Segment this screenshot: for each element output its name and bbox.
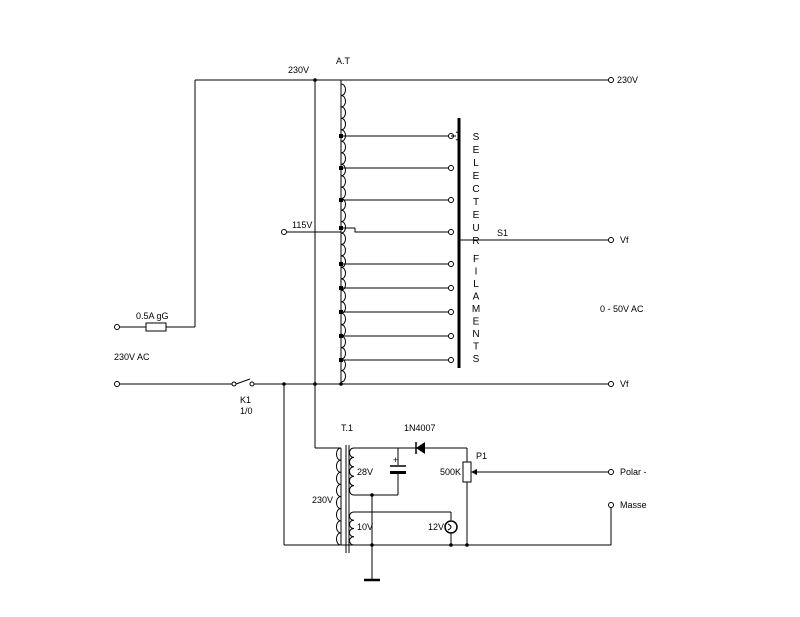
vf-bottom-terminal xyxy=(608,381,614,387)
selector-contact xyxy=(448,261,454,267)
svg-text:E: E xyxy=(473,210,480,221)
selector-switch-s1 xyxy=(448,118,614,368)
coil-tap-dot xyxy=(339,310,343,314)
masse-wiring xyxy=(608,502,614,545)
selector-contact xyxy=(448,285,454,291)
mains-terminal-l xyxy=(114,324,120,330)
coil-tap-dot xyxy=(339,134,343,138)
svg-text:L: L xyxy=(473,158,479,169)
svg-text:I: I xyxy=(475,267,478,278)
label-range: 0 - 50V AC xyxy=(600,304,644,314)
label-t1: T.1 xyxy=(341,423,353,433)
label-vf-bottom: Vf xyxy=(620,379,629,389)
label-230v-out: 230V xyxy=(617,75,638,85)
label-230v-in: 230V xyxy=(288,65,309,75)
polar-terminal xyxy=(608,469,614,475)
label-k1-state: 1/0 xyxy=(240,406,253,416)
svg-text:T: T xyxy=(473,197,479,208)
diode-1n4007 xyxy=(410,442,467,454)
coil-tap-dot xyxy=(339,334,343,338)
switch-k1-blade xyxy=(235,378,251,385)
svg-text:E: E xyxy=(473,145,480,156)
svg-text:E: E xyxy=(473,171,480,182)
svg-text:L: L xyxy=(473,279,479,290)
selector-contact xyxy=(448,197,454,203)
lamp-12v xyxy=(444,512,458,547)
label-k1: K1 xyxy=(240,395,251,405)
selector-contact xyxy=(448,357,454,363)
label-p1: P1 xyxy=(476,451,487,461)
svg-text:C: C xyxy=(472,184,479,195)
coil-tap-dot xyxy=(339,286,343,290)
label-500k: 500K xyxy=(440,467,461,477)
label-115v: 115V xyxy=(292,220,312,230)
svg-text:N: N xyxy=(472,329,479,340)
coil-tap-dot xyxy=(339,358,343,362)
fuse-symbol xyxy=(145,322,167,332)
label-at: A.T xyxy=(336,56,351,66)
coil-tap-dot xyxy=(339,226,343,230)
output-230v-terminal xyxy=(608,77,614,83)
neutral-wiring xyxy=(114,378,614,387)
coil-tap-dot xyxy=(339,262,343,266)
selector-contact xyxy=(448,309,454,315)
svg-text:E: E xyxy=(473,317,480,328)
wiper-arrow xyxy=(471,469,477,475)
mains-input-wiring xyxy=(114,77,614,332)
svg-text:A: A xyxy=(473,292,480,303)
label-diode: 1N4007 xyxy=(404,423,436,433)
label-vf-top: Vf xyxy=(620,235,629,245)
label-10v: 10V xyxy=(357,522,373,532)
vf-top-terminal xyxy=(608,237,614,243)
tap-115v-terminal xyxy=(281,229,287,235)
svg-text:S: S xyxy=(473,132,480,143)
transformer-t1 xyxy=(283,384,611,582)
selector-contact xyxy=(448,333,454,339)
label-230v-t1: 230V xyxy=(312,495,333,505)
svg-text:T: T xyxy=(473,342,479,353)
potentiometer-p1 xyxy=(462,448,614,547)
label-28v: 28V xyxy=(357,467,373,477)
svg-text:M: M xyxy=(472,304,480,315)
selector-contact xyxy=(448,165,454,171)
label-polar: Polar - xyxy=(620,467,647,477)
masse-terminal xyxy=(608,502,614,508)
selector-contact xyxy=(448,229,454,235)
autotransformer-at xyxy=(281,78,451,448)
label-mains: 230V AC xyxy=(114,352,150,362)
mains-terminal-n xyxy=(114,381,120,387)
switch-k1-contact-a xyxy=(231,381,237,387)
label-s1: S1 xyxy=(497,228,508,238)
filter-capacitor: + xyxy=(390,448,406,495)
svg-text:S: S xyxy=(473,354,480,365)
label-12v-lamp: 12V xyxy=(428,522,444,532)
svg-text:F: F xyxy=(473,254,479,265)
coil-tap-dot xyxy=(339,198,343,202)
label-fuse: 0.5A gG xyxy=(136,311,169,321)
switch-k1-contact-b xyxy=(249,381,255,387)
svg-text:+: + xyxy=(393,455,398,465)
svg-text:R: R xyxy=(472,236,479,247)
coil-tap-dot xyxy=(339,166,343,170)
label-masse: Masse xyxy=(620,500,647,510)
svg-text:U: U xyxy=(472,223,479,234)
